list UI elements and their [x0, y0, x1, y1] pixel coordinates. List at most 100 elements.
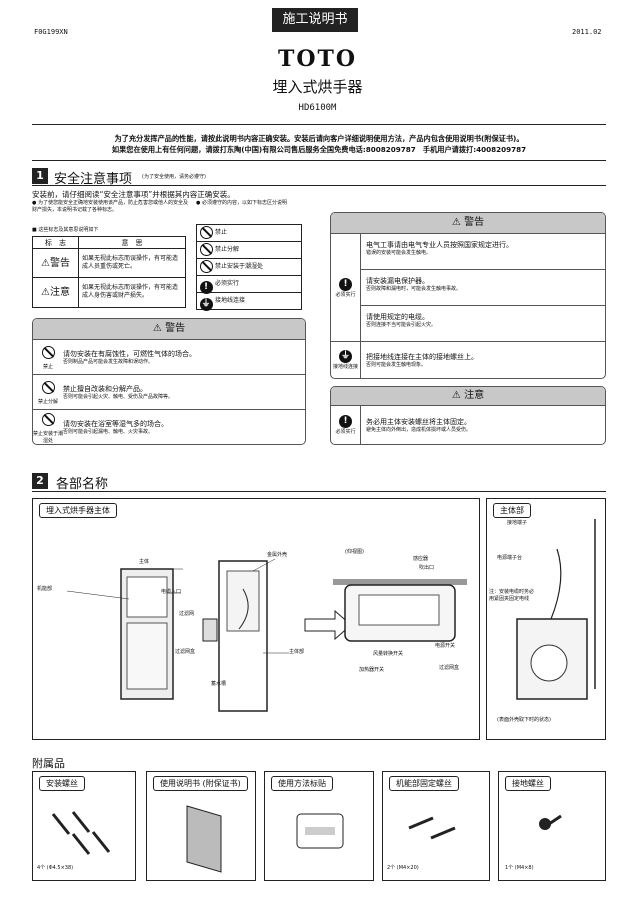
warning-item: ⏚接地线连接 把接地线连接在主体的接地螺丝上。否则可能会发生触电现象。 [331, 341, 605, 378]
label-air-outlet: 吹出口 [419, 565, 435, 571]
warning-item: 电气工事请由电气专业人员按照国家规定进行。错误的安装可能会发生触电。 [361, 234, 605, 270]
label-filter-box: 过滤网盒 [175, 649, 196, 655]
accessory-card: 接地螺丝 1个 (M4×8) [498, 771, 606, 881]
accessory-name: 安装螺丝 [39, 776, 85, 791]
intro-line-1: 为了充分发挥产品的性能，请按此说明书内容正确安装。安装后请向客户详细说明使用方法… [114, 134, 524, 143]
section-subtitle: (为了安全使用，请务必遵守) [142, 174, 206, 180]
table-header: 标 志 [33, 237, 79, 248]
safety-bullet-3: ■ 这些标志及其意思说明如下 [32, 227, 99, 233]
ground-icon: ⏚ [199, 298, 213, 311]
mandatory-icon: ! [339, 277, 352, 291]
table-header: 意 思 [121, 239, 143, 247]
intro-notice: 为了充分发挥产品的性能，请按此说明书内容正确安装。安装后请向客户详细说明使用方法… [32, 133, 606, 155]
legend-item: !必须实行 [197, 276, 301, 294]
label-body-part: 主体部 [289, 649, 305, 655]
section-number: 1 [32, 168, 48, 184]
document-code: F0G199XN [34, 28, 68, 36]
warning-item: 请安装漏电保护器。否则故障和漏电时，可能会发生触电事故。 [361, 270, 605, 306]
section-number: 2 [32, 473, 48, 489]
label-function-unit: 机能部 [37, 586, 53, 592]
body-part-illustration [516, 519, 596, 700]
accessory-card: 安装螺丝 4个 (Φ4.5×38) [32, 771, 136, 881]
caution-box: ⚠ 注意 !必须实行 务必用主体安装螺丝将主体固定。避免主体向外倒出，造成机体损… [330, 386, 606, 445]
label-main-body: 主体 [139, 559, 150, 565]
divider [32, 160, 606, 161]
safety-bullet-1: ● 为了使您能安全正确地安装使用该产品，防止危害您或他人的安全及财产损失，本说明… [32, 200, 188, 213]
accessories-title: 附属品 [32, 757, 65, 770]
fixing-screw-icon [408, 816, 456, 840]
table-row: ⚠警告 [33, 249, 79, 277]
mandatory-icon: ! [339, 415, 352, 428]
panel-title: 主体部 [493, 503, 531, 518]
screw-icon [51, 811, 111, 855]
label-power-switch: 电源开关 [435, 643, 456, 649]
legend-item: 禁止 [197, 225, 301, 242]
no-humid-place-icon [199, 259, 213, 273]
warning-item: 请使用规定的电缆。否则连接不当可能会引起火灾。 [366, 313, 437, 328]
table-cell: 如果无视此标志而误操作，有可能造成人员重伤或死亡。 [82, 255, 179, 270]
accessory-name: 使用说明书 (附保证书) [153, 776, 248, 791]
warning-item: 禁止分解 禁止擅自改装和分解产品。否则可能会引起火灾、触电、受伤及产品故障等。 [33, 374, 305, 409]
label-filter-box-2: 过滤网盒 [439, 665, 460, 671]
document-type-tab: 施工说明书 [272, 8, 358, 32]
caution-item: !必须实行 务必用主体安装螺丝将主体固定。避免主体向外倒出，造成机体损坏或人员受… [331, 405, 605, 444]
legend-item: ⏚接地线连接 [199, 297, 246, 311]
table-cell: 如果无视此标志而误操作，有可能造成人身伤害或财产损失。 [82, 284, 179, 299]
intro-line-2: 如果您在使用上有任何问题，请拨打东陶(中国)有限公司售后服务全国免费电话:800… [111, 145, 527, 154]
accessory-qty: 4个 (Φ4.5×38) [37, 865, 74, 871]
prohibited-icon [199, 225, 213, 239]
label-cable-inlet: 电缆入口 [161, 589, 182, 595]
warning-header: ⚠ 警告 [331, 213, 605, 233]
accessory-card: 使用说明书 (附保证书) [146, 771, 256, 881]
model-number: HD6100M [298, 103, 337, 113]
product-title: 埋入式烘手器 [272, 78, 363, 96]
usage-sticker-icon [296, 813, 344, 849]
caution-mark: 注意 [49, 287, 70, 298]
brand-logo: TOTO [277, 46, 358, 72]
safety-bullet-2: ● 必须遵守的内容，以如下标志区分说明 [196, 200, 287, 206]
accessory-qty: 2个 (M4×20) [387, 865, 419, 871]
warning-item: 禁止安装于潮湿处 请勿安装在浴室等湿气多的场合。否则可能会引起漏电、触电、火灾事… [33, 409, 305, 444]
warning-mark: 警告 [49, 258, 70, 269]
no-disassembly-icon [41, 381, 55, 394]
label-ground-terminal: 接地端子 [507, 520, 528, 526]
symbol-legend: 禁止 禁止分解 禁止安装于潮湿处 !必须实行 ⏚接地线连接 [196, 224, 302, 311]
accessory-qty: 1个 (M4×8) [505, 865, 534, 871]
main-unit-panel: 埋入式烘手器主体 主体 机能部 电缆入口 过滤网 过滤网盒 金属外壳 主体部 蓄… [32, 498, 480, 740]
no-disassembly-icon [199, 242, 213, 256]
panel-title: 埋入式烘手器主体 [39, 503, 117, 518]
divider [32, 491, 606, 492]
document-date: 2011.02 [572, 28, 602, 36]
section-title: 各部名称 [56, 477, 109, 492]
divider [32, 185, 606, 186]
main-unit-illustration [66, 558, 467, 712]
accessory-name: 接地螺丝 [505, 776, 551, 791]
no-humid-place-icon [41, 412, 55, 426]
section-title: 安全注意事项 [54, 172, 133, 187]
ground-icon: ⏚ [339, 350, 352, 363]
accessory-card: 使用方法标贴 [264, 771, 374, 881]
sign-meaning-table: 标 志 意 思 ⚠警告 如果无视此标志而误操作，有可能造成人员重伤或死亡。 ⚠注… [32, 236, 186, 308]
legend-item: 禁止分解 [197, 242, 301, 259]
divider [32, 124, 606, 125]
mandatory-icon: ! [199, 281, 213, 294]
label-state-note: (表面外壳取下时的状态) [497, 717, 551, 723]
warning-item: 禁止 请勿安装在有腐蚀性，可燃性气体的场合。否则制品产品可能会发生故障和误动作。 [33, 339, 305, 374]
label-power-terminal: 电源端子台 [497, 555, 523, 561]
ground-screw-icon [539, 814, 562, 830]
accessory-card: 机能部固定螺丝 2个 (M4×20) [382, 771, 490, 881]
warning-box-right: ⚠ 警告 !必须实行 电气工事请由电气专业人员按照国家规定进行。错误的安装可能会… [330, 212, 606, 379]
label-water-tank: 蓄水槽 [211, 681, 227, 687]
accessory-name: 机能部固定螺丝 [389, 776, 459, 791]
label-cable-note: 注：安装电缆时务必用紧固夹固定电线 [489, 589, 535, 602]
label-filter: 过滤网 [179, 611, 195, 617]
label-heater-switch: 加热器开关 [359, 667, 385, 673]
manual-booklet-icon [186, 805, 222, 873]
warning-header: ⚠ 警告 [33, 319, 305, 339]
label-metal-case: 金属外壳 [267, 552, 288, 558]
accessory-name: 使用方法标贴 [271, 776, 333, 791]
label-bottom-view: (仰视图) [345, 549, 364, 555]
warning-box-left: ⚠ 警告 禁止 请勿安装在有腐蚀性，可燃性气体的场合。否则制品产品可能会发生故障… [32, 318, 306, 445]
label-sensor: 感应器 [413, 556, 429, 562]
prohibited-icon [41, 346, 55, 359]
